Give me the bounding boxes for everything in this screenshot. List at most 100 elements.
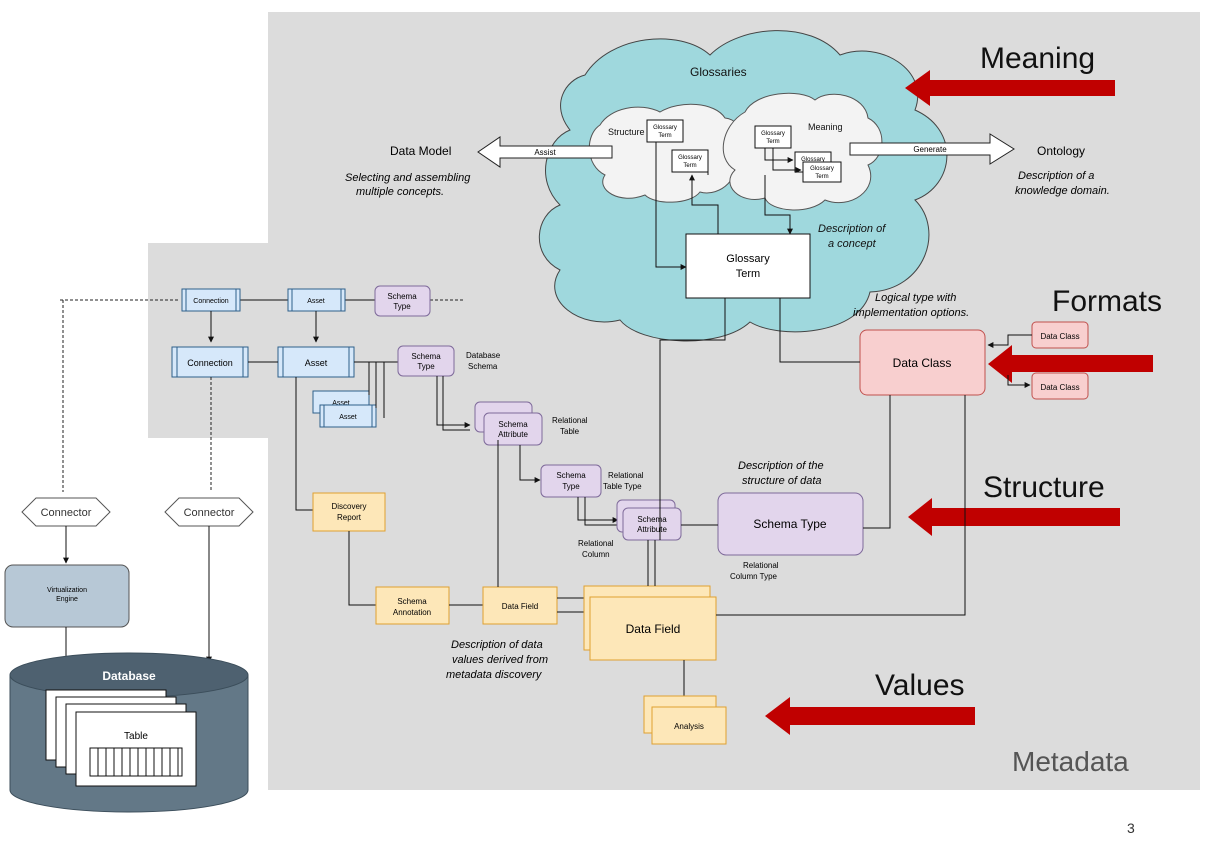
mini-term-1: Glossary Term <box>646 119 684 143</box>
svg-text:Glossary: Glossary <box>761 131 785 137</box>
svg-text:Table: Table <box>124 731 148 742</box>
svg-text:Schema: Schema <box>556 471 586 480</box>
schema-type-node-3: Schema Type <box>540 464 602 498</box>
svg-text:Schema: Schema <box>498 420 528 429</box>
structure-arrow <box>908 498 1120 536</box>
schema-annotation-node: Schema Annotation <box>375 586 450 625</box>
mini-term-3: Glossary Term <box>754 125 792 149</box>
data-class-small-1: Data Class <box>1031 321 1089 349</box>
structure-desc: Description of the structure of data <box>738 460 827 487</box>
schema-attribute-column: Schema Attribute <box>616 499 682 541</box>
database-schema-label: Database Schema <box>466 351 502 371</box>
asset-node-1: Asset <box>287 288 346 312</box>
svg-text:Data Field: Data Field <box>502 602 538 611</box>
meaning-label: Meaning <box>980 42 1095 75</box>
svg-text:Assist: Assist <box>534 148 556 157</box>
svg-text:Schema: Schema <box>637 515 667 524</box>
meaning-cloud-label: Meaning <box>808 122 843 132</box>
metadata-label: Metadata <box>1012 746 1129 777</box>
svg-text:Asset: Asset <box>305 358 328 368</box>
svg-text:Connector: Connector <box>41 507 92 519</box>
relational-table-label: Relational Table <box>552 416 590 436</box>
database-cylinder: Database Table <box>9 652 249 813</box>
structure-cloud <box>588 103 743 203</box>
svg-text:Schema: Schema <box>387 292 417 301</box>
svg-text:Glossary: Glossary <box>810 166 834 172</box>
svg-text:Virtualization: Virtualization <box>47 587 87 594</box>
formats-label: Formats <box>1052 285 1162 318</box>
schema-type-node: Schema Type <box>717 492 864 556</box>
svg-text:Asset: Asset <box>339 414 357 421</box>
svg-text:Data Class: Data Class <box>893 356 952 370</box>
svg-text:Asset: Asset <box>307 298 325 305</box>
svg-text:Connection: Connection <box>187 358 233 368</box>
data-class-small-2: Data Class <box>1031 372 1089 400</box>
virtualization-engine-node: Virtualization Engine <box>4 564 130 628</box>
cloud-title: Glossaries <box>690 65 747 79</box>
svg-text:Glossary: Glossary <box>653 125 677 131</box>
glossary-term-node: Glossary Term <box>685 233 811 299</box>
values-label: Values <box>875 669 965 702</box>
schema-attribute-table: Schema Attribute <box>474 401 543 446</box>
asset-stack: Asset Asset <box>312 390 377 428</box>
svg-text:Engine: Engine <box>56 596 78 603</box>
meaning-arrow <box>905 70 1115 106</box>
svg-text:Term: Term <box>658 133 671 139</box>
svg-text:Connection: Connection <box>193 298 229 305</box>
svg-text:Data Class: Data Class <box>1040 383 1079 392</box>
connection-node-1: Connection <box>181 288 241 312</box>
values-arrow <box>765 697 975 735</box>
relational-column-type: Relational Column Type <box>730 561 781 581</box>
discovery-report-node: Discovery Report <box>312 492 386 532</box>
svg-text:Data Class: Data Class <box>1040 332 1079 341</box>
svg-text:Glossary: Glossary <box>726 253 770 265</box>
svg-text:Discovery: Discovery <box>331 502 366 511</box>
svg-text:Generate: Generate <box>913 145 947 154</box>
svg-text:Term: Term <box>766 139 779 145</box>
svg-text:Term: Term <box>815 174 828 180</box>
svg-text:Database: Database <box>102 669 156 683</box>
schema-type-node-2: Schema Type <box>397 345 455 377</box>
assist-arrow: Assist <box>477 136 613 168</box>
values-desc: Description of data values derived from … <box>446 639 551 681</box>
logical-type-desc: Logical type with implementation options… <box>853 292 969 319</box>
ontology-label: Ontology <box>1037 144 1085 158</box>
svg-text:Type: Type <box>562 482 580 491</box>
asset-node-2: Asset <box>277 346 355 378</box>
page-number: 3 <box>1127 820 1135 836</box>
svg-text:Type: Type <box>417 362 435 371</box>
svg-text:Schema Type: Schema Type <box>753 517 826 531</box>
svg-text:Glossary: Glossary <box>678 155 702 161</box>
connector-node-2: Connector <box>164 497 254 527</box>
schema-type-node-1: Schema Type <box>374 285 431 317</box>
structure-label: Structure <box>983 471 1105 504</box>
svg-text:Term: Term <box>736 268 760 280</box>
relational-column-label: Relational Column <box>578 539 616 559</box>
formats-arrow <box>988 345 1153 383</box>
generate-arrow: Generate <box>849 133 1015 165</box>
svg-text:Attribute: Attribute <box>498 430 528 439</box>
data-field-node: Data Field <box>583 585 717 661</box>
svg-text:Annotation: Annotation <box>393 608 431 617</box>
description-concept: Description of a concept <box>818 223 888 250</box>
svg-text:Connector: Connector <box>184 507 235 519</box>
data-field-small-node: Data Field <box>482 586 558 625</box>
svg-text:Attribute: Attribute <box>637 525 667 534</box>
svg-text:Data Field: Data Field <box>626 622 681 636</box>
svg-text:Asset: Asset <box>332 400 350 407</box>
svg-text:Schema: Schema <box>411 352 441 361</box>
data-model-desc: Selecting and assembling multiple concep… <box>345 172 473 198</box>
data-class-node: Data Class <box>859 329 986 396</box>
svg-text:Report: Report <box>337 513 362 522</box>
svg-text:Type: Type <box>393 302 411 311</box>
connection-node-2: Connection <box>171 346 249 378</box>
ontology-desc: Description of a knowledge domain. <box>1015 170 1110 197</box>
mini-term-5: Glossary Term <box>802 161 842 183</box>
data-model-label: Data Model <box>390 144 451 158</box>
svg-text:Analysis: Analysis <box>674 722 704 731</box>
svg-text:Schema: Schema <box>397 597 427 606</box>
relational-table-type-label: Relational Table Type <box>603 471 646 491</box>
svg-text:Glossary: Glossary <box>801 157 825 163</box>
analysis-node: Analysis <box>643 695 727 745</box>
